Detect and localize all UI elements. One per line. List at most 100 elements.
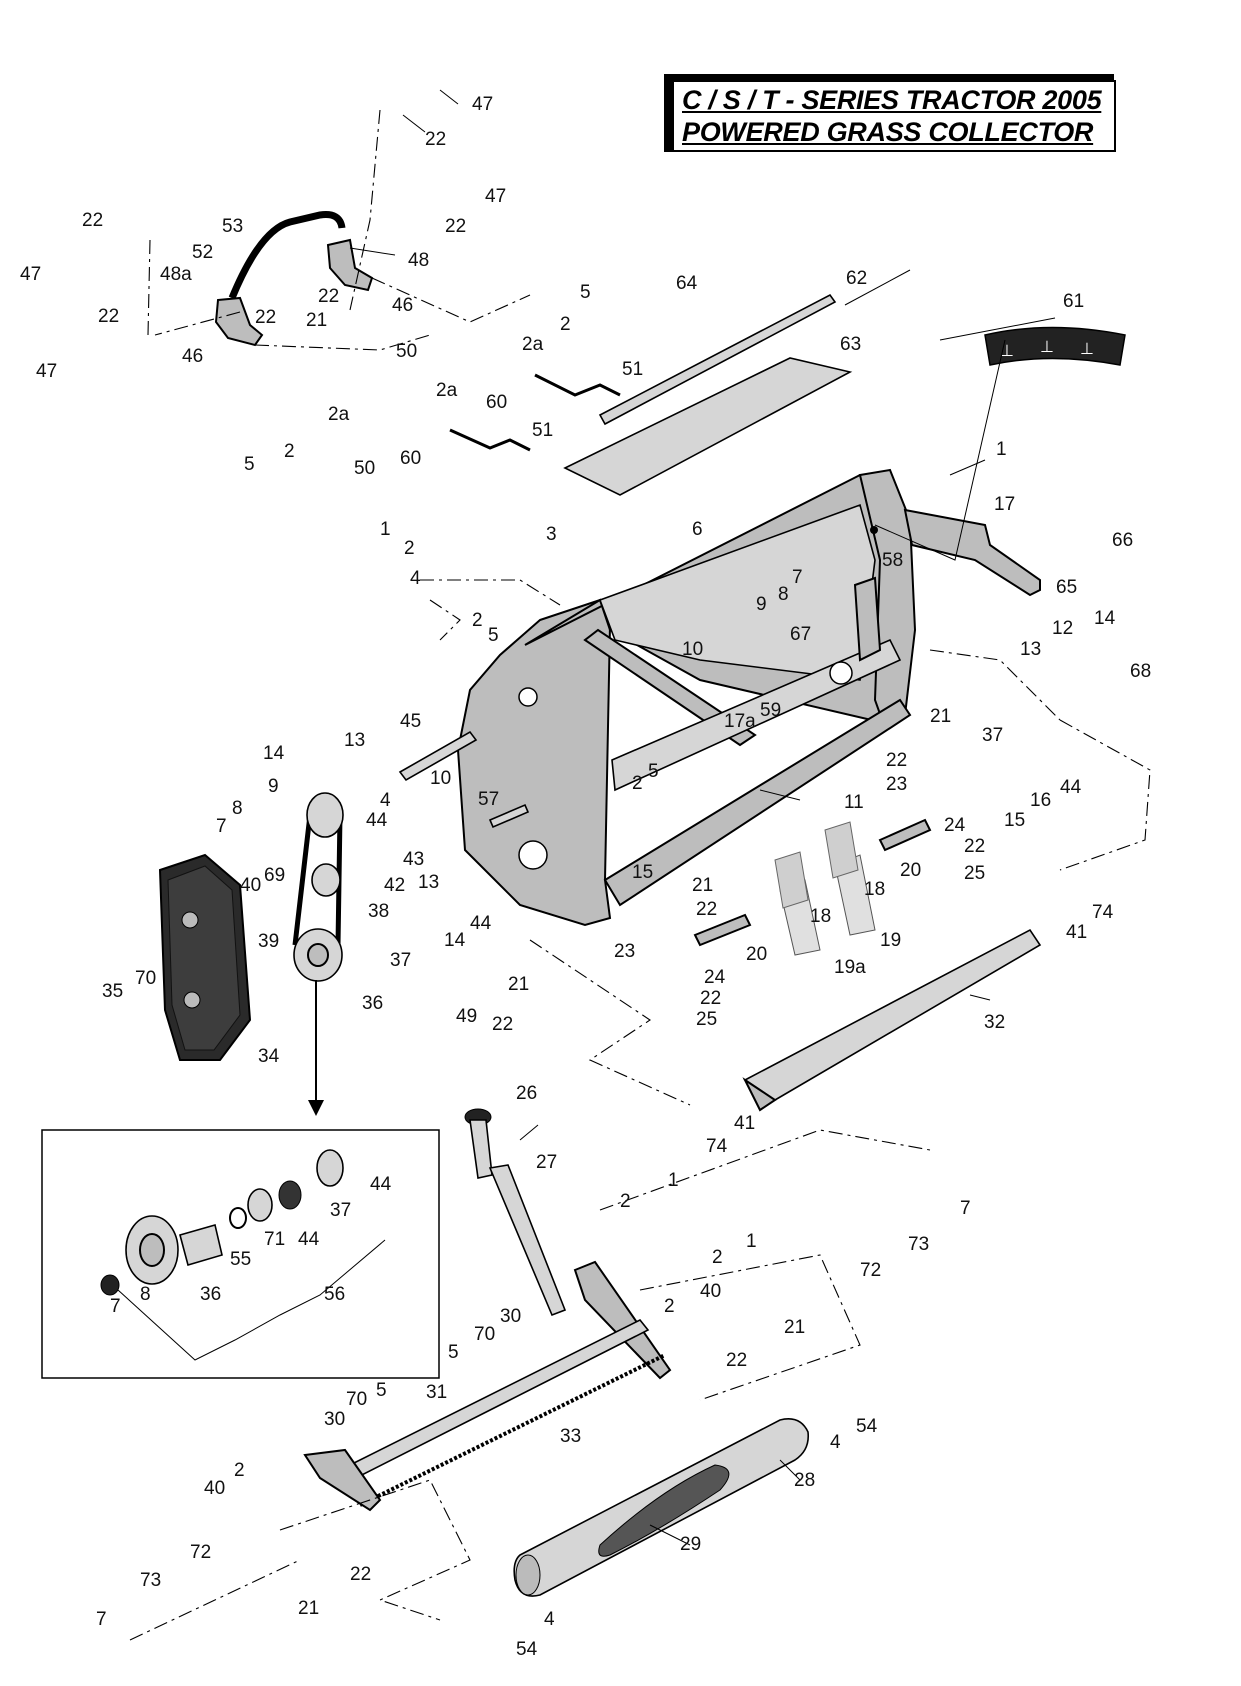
label-20: 20 <box>900 860 921 881</box>
label-2: 2 <box>234 1460 245 1481</box>
label-16: 16 <box>1030 790 1051 811</box>
label-9: 9 <box>756 594 767 615</box>
part-labels: 47 22 47 22 53 52 48a 22 47 48 22 21 22 … <box>20 94 1151 1660</box>
label-22: 22 <box>98 306 119 327</box>
label-7: 7 <box>110 1296 121 1317</box>
label-74: 74 <box>1092 902 1114 923</box>
label-31: 31 <box>426 1382 447 1403</box>
label-22: 22 <box>700 988 721 1009</box>
label-29: 29 <box>680 1534 701 1555</box>
label-51: 51 <box>532 420 553 441</box>
label-11: 11 <box>844 792 864 813</box>
label-44: 44 <box>370 1174 392 1195</box>
label-18: 18 <box>810 906 831 927</box>
label-63: 63 <box>840 334 861 355</box>
label-22: 22 <box>696 899 717 920</box>
label-44: 44 <box>470 913 492 934</box>
label-54: 54 <box>856 1416 878 1437</box>
label-9: 9 <box>268 776 279 797</box>
label-5: 5 <box>448 1342 459 1363</box>
label-1: 1 <box>668 1170 679 1191</box>
label-70: 70 <box>346 1389 367 1410</box>
label-57: 57 <box>478 789 499 810</box>
label-44: 44 <box>298 1229 320 1250</box>
label-23: 23 <box>614 941 635 962</box>
label-41: 41 <box>734 1113 755 1134</box>
label-21: 21 <box>930 706 951 727</box>
label-35: 35 <box>102 981 123 1002</box>
label-21: 21 <box>784 1317 805 1338</box>
label-4: 4 <box>410 568 421 589</box>
label-25: 25 <box>964 863 985 884</box>
detail-inset <box>41 1129 440 1379</box>
collector-housing <box>398 468 1041 927</box>
label-37: 37 <box>330 1200 351 1221</box>
label-26: 26 <box>516 1083 537 1104</box>
label-44: 44 <box>366 810 388 831</box>
label-73: 73 <box>140 1570 161 1591</box>
label-13: 13 <box>1020 639 1041 660</box>
label-7: 7 <box>792 567 803 588</box>
label-58: 58 <box>882 550 903 571</box>
label-52: 52 <box>192 242 213 263</box>
label-8: 8 <box>778 584 789 605</box>
label-22: 22 <box>255 307 276 328</box>
svg-text:⊥: ⊥ <box>1040 339 1054 356</box>
label-66: 66 <box>1112 530 1133 551</box>
label-10: 10 <box>682 639 703 660</box>
label-33: 33 <box>560 1426 581 1447</box>
label-39: 39 <box>258 931 279 952</box>
label-71: 71 <box>264 1229 285 1250</box>
label-2a: 2a <box>328 404 350 425</box>
label-23: 23 <box>886 774 907 795</box>
label-2: 2 <box>472 610 483 631</box>
label-2: 2 <box>284 441 295 462</box>
label-60: 60 <box>486 392 507 413</box>
label-24: 24 <box>704 967 726 988</box>
roller <box>513 1418 810 1597</box>
label-17a: 17a <box>724 711 756 732</box>
label-41: 41 <box>1066 922 1087 943</box>
belt-drive <box>292 792 344 1116</box>
label-24: 24 <box>944 815 966 836</box>
label-73: 73 <box>908 1234 929 1255</box>
label-2: 2 <box>560 314 571 335</box>
label-20: 20 <box>746 944 767 965</box>
label-40: 40 <box>240 875 261 896</box>
label-22: 22 <box>445 216 466 237</box>
label-47: 47 <box>485 186 506 207</box>
label-14: 14 <box>263 743 285 764</box>
label-45: 45 <box>400 711 421 732</box>
label-38: 38 <box>368 901 389 922</box>
label-34: 34 <box>258 1046 280 1067</box>
label-69: 69 <box>264 865 285 886</box>
label-13: 13 <box>344 730 365 751</box>
label-8: 8 <box>140 1284 151 1305</box>
label-36: 36 <box>362 993 383 1014</box>
label-4: 4 <box>544 1609 555 1630</box>
label-5: 5 <box>580 282 591 303</box>
title-line-1: C / S / T - SERIES TRACTOR 2005 <box>682 85 1102 115</box>
label-43: 43 <box>403 849 424 870</box>
label-48a: 48a <box>160 264 192 285</box>
label-60: 60 <box>400 448 421 469</box>
label-15: 15 <box>1004 810 1025 831</box>
label-37: 37 <box>982 725 1003 746</box>
label-6: 6 <box>692 519 703 540</box>
label-49: 49 <box>456 1006 477 1027</box>
label-5: 5 <box>376 1380 387 1401</box>
label-68: 68 <box>1130 661 1151 682</box>
label-30: 30 <box>500 1306 521 1327</box>
label-7: 7 <box>216 816 227 837</box>
label-46: 46 <box>182 346 203 367</box>
label-12: 12 <box>1052 618 1073 639</box>
label-30: 30 <box>324 1409 345 1430</box>
label-44: 44 <box>1060 777 1082 798</box>
label-2a: 2a <box>522 334 544 355</box>
label-62: 62 <box>846 268 867 289</box>
label-1: 1 <box>380 519 391 540</box>
leader-lines <box>349 89 1056 1546</box>
label-40: 40 <box>204 1478 225 1499</box>
assembly-lines <box>129 109 1151 1641</box>
label-1: 1 <box>746 1231 757 1252</box>
